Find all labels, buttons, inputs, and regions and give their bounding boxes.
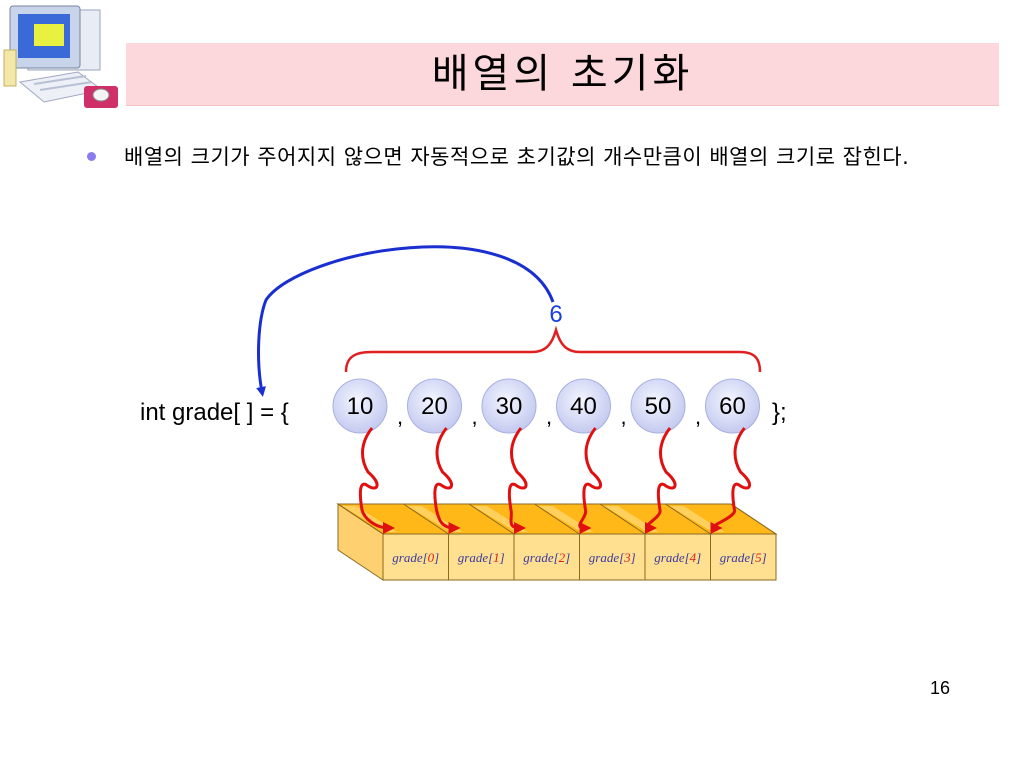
cell-label: grade[3] <box>589 550 636 565</box>
value-label: 20 <box>421 393 448 420</box>
brace <box>344 325 762 373</box>
cell-divider <box>665 503 711 535</box>
cell-label: grade[5] <box>720 550 767 565</box>
cell-divider <box>403 503 449 535</box>
value-label: 60 <box>719 393 746 420</box>
page-number: 16 <box>930 678 951 698</box>
value-circle <box>630 378 686 434</box>
cell-label: grade[2] <box>523 550 570 565</box>
element-count-label: 6 <box>549 301 562 328</box>
assign-arrow <box>644 427 677 534</box>
assign-arrow <box>358 427 395 534</box>
value-circle <box>332 378 388 434</box>
assign-arrow <box>710 427 751 534</box>
value-circle <box>481 378 537 434</box>
assign-arrow <box>578 427 602 534</box>
assign-arrow <box>433 427 461 534</box>
separator-comma: , <box>471 404 477 429</box>
cell-label: grade[4] <box>654 550 701 565</box>
value-label: 30 <box>496 393 523 420</box>
value-circle <box>556 378 611 434</box>
cell-divider <box>730 503 777 535</box>
array-cell <box>579 533 646 581</box>
separator-comma: , <box>397 404 403 429</box>
size-arrow <box>256 245 555 397</box>
value-label: 50 <box>645 393 672 420</box>
array-cell <box>710 533 777 581</box>
array-cell <box>644 533 711 581</box>
title-bar: 배열의 초기화 <box>126 43 999 106</box>
cell-divider <box>337 503 384 535</box>
code-prefix: int grade[ ] = { <box>140 399 289 426</box>
slide-title: 배열의 초기화 <box>431 51 694 97</box>
computer-icon <box>3 5 118 108</box>
cell-divider <box>468 503 515 535</box>
value-label: 10 <box>347 393 374 420</box>
cell-divider <box>534 503 580 535</box>
value-circle <box>705 378 760 434</box>
bullet-text: 배열의 크기가 주어지지 않으면 자동적으로 초기값의 개수만큼이 배열의 크기… <box>124 145 910 169</box>
value-circle <box>407 378 462 434</box>
array-cell <box>382 533 449 581</box>
value-label: 40 <box>570 393 597 420</box>
separator-comma: , <box>546 404 552 429</box>
cell-divider <box>599 503 646 535</box>
bullet-dot <box>87 152 96 161</box>
cell-label: grade[0] <box>392 550 439 565</box>
code-suffix: }; <box>772 399 787 426</box>
separator-comma: , <box>620 404 626 429</box>
assign-arrow <box>507 427 528 534</box>
separator-comma: , <box>695 404 701 429</box>
cell-label: grade[1] <box>458 550 505 565</box>
